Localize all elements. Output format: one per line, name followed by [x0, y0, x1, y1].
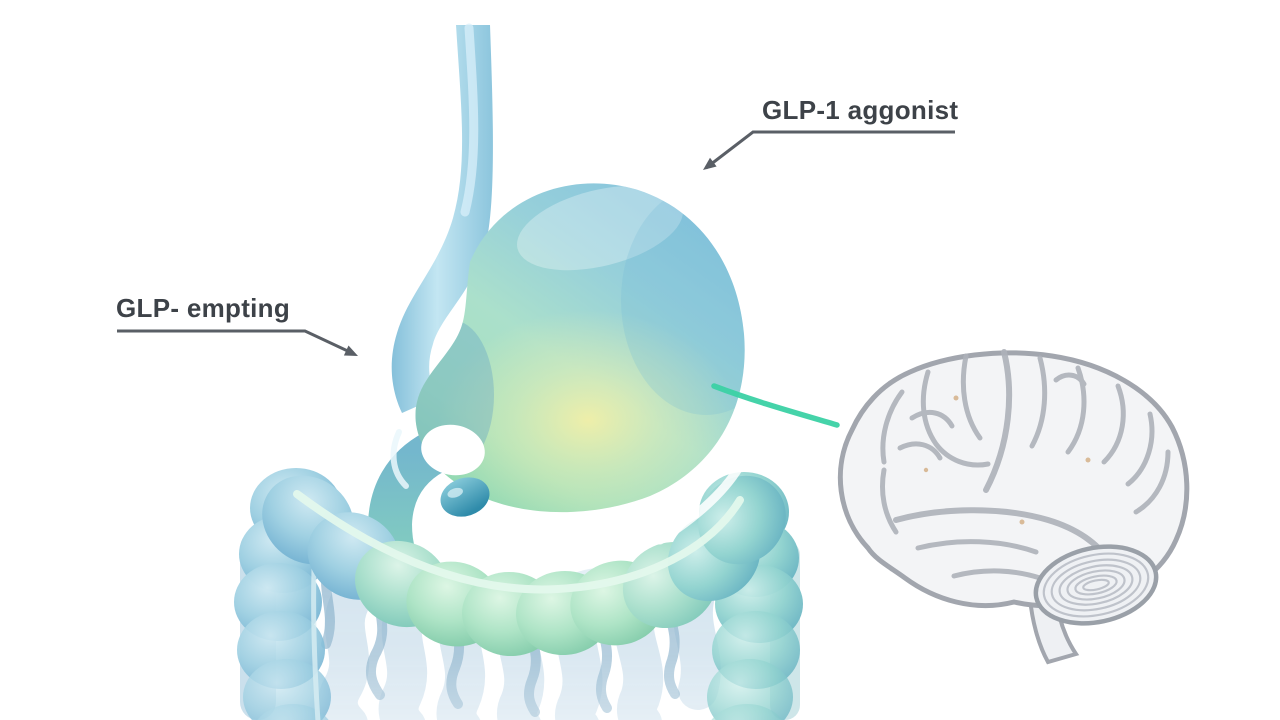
esophagus-illustration — [391, 23, 493, 413]
brain-gyri-lines — [880, 349, 1171, 581]
colon-transverse — [262, 457, 786, 657]
stomach-illustration — [390, 183, 745, 513]
gut-brain-connector-line — [711, 383, 840, 428]
gastric-emptying-leader-arrow — [117, 329, 358, 356]
brain-illustration — [837, 349, 1190, 665]
brain-specks — [923, 395, 1091, 525]
gastric-emptying-label: GLP- empting — [116, 293, 291, 323]
cerebellum — [1033, 544, 1159, 626]
glp1-agonist-label: GLP-1 aggonist — [762, 95, 959, 125]
bile-droplet — [440, 477, 490, 517]
colon-highlight-line — [293, 490, 744, 594]
stomach-glow — [438, 310, 738, 513]
glp1-agonist-leader-arrow — [703, 130, 955, 170]
large-intestine-illustration — [234, 457, 803, 720]
